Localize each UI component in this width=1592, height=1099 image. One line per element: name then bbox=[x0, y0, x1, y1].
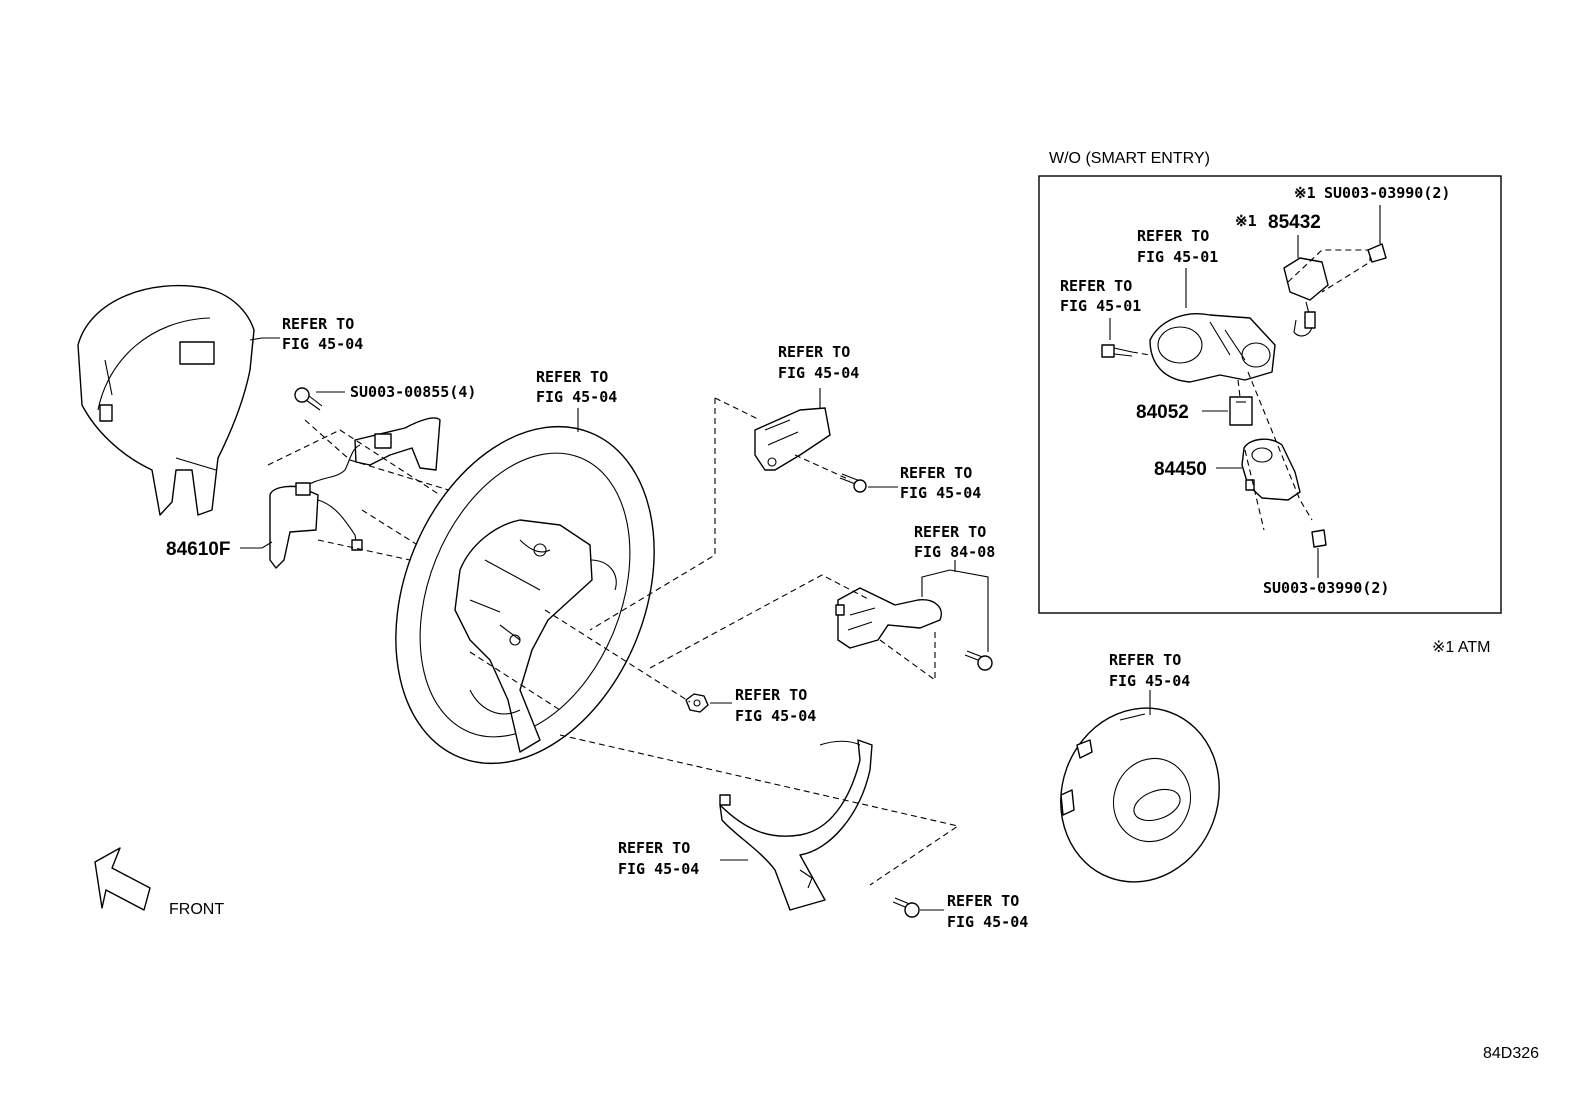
screw-su003-00855 bbox=[294, 387, 323, 411]
combination-switch-fig: FIG 84-08 bbox=[914, 543, 995, 561]
steering-lock-part bbox=[1149, 313, 1276, 383]
su003-03990-top-label: SU003-03990(2) bbox=[1324, 184, 1450, 202]
column-cover-fig: FIG 45-04 bbox=[282, 335, 363, 353]
lock-bolt-refer: REFER TO bbox=[1060, 277, 1132, 295]
shift-lock-part-85432 bbox=[1283, 257, 1329, 337]
front-arrow-icon bbox=[94, 847, 151, 911]
steering-lower-cover-part bbox=[719, 739, 873, 911]
steering-switch-right-part bbox=[754, 407, 831, 471]
column-cover-leader bbox=[249, 337, 280, 341]
horn-pad-fig: FIG 45-04 bbox=[1109, 672, 1190, 690]
ignition-switch-part-84450 bbox=[1241, 438, 1301, 501]
key-cylinder-part-84052 bbox=[1229, 396, 1253, 426]
su003-03990-bottom-label: SU003-03990(2) bbox=[1263, 579, 1389, 597]
combination-switch-part bbox=[835, 587, 942, 649]
screw-lower-cover bbox=[892, 897, 920, 918]
nut-fig: FIG 45-04 bbox=[735, 707, 816, 725]
diagram-code: 84D326 bbox=[1483, 1045, 1539, 1062]
lock-bolt bbox=[1101, 344, 1133, 358]
part-85432-label: 85432 bbox=[1268, 212, 1321, 233]
steering-lock-refer: REFER TO bbox=[1137, 227, 1209, 245]
lock-bolt-fig: FIG 45-01 bbox=[1060, 297, 1141, 315]
front-label: FRONT bbox=[169, 901, 224, 918]
paddle-shift-switch-part bbox=[269, 417, 441, 569]
inset-frame bbox=[1038, 175, 1502, 614]
su003-00855-label: SU003-00855(4) bbox=[350, 383, 476, 401]
combination-switch-refer: REFER TO bbox=[914, 523, 986, 541]
screw-combination-switch bbox=[964, 650, 993, 671]
atm-note: ※1 ATM bbox=[1432, 639, 1490, 656]
column-cover-refer: REFER TO bbox=[282, 315, 354, 333]
su003-03990-top-mark: ※1 bbox=[1294, 184, 1316, 202]
screw-lower-cover-refer: REFER TO bbox=[947, 892, 1019, 910]
steering-wheel-part bbox=[395, 425, 655, 765]
steering-wheel-refer: REFER TO bbox=[536, 368, 608, 386]
screw-switch-refer: REFER TO bbox=[900, 464, 972, 482]
part-84610f-label: 84610F bbox=[166, 539, 230, 560]
horn-pad-airbag-part bbox=[1060, 707, 1220, 883]
switch-right-fig: FIG 45-04 bbox=[778, 364, 859, 382]
paddle-switch-leader bbox=[240, 541, 273, 549]
p85432-mark: ※1 bbox=[1235, 212, 1257, 230]
lower-cover-refer: REFER TO bbox=[618, 839, 690, 857]
part-84052-label: 84052 bbox=[1136, 402, 1189, 423]
screw-switch-right bbox=[839, 473, 867, 493]
lower-cover-fig: FIG 45-04 bbox=[618, 860, 699, 878]
screw-lower-cover-fig: FIG 45-04 bbox=[947, 913, 1028, 931]
screw-switch-fig: FIG 45-04 bbox=[900, 484, 981, 502]
nut-refer: REFER TO bbox=[735, 686, 807, 704]
steering-nut bbox=[685, 693, 709, 713]
steering-lock-fig: FIG 45-01 bbox=[1137, 248, 1218, 266]
switch-right-refer: REFER TO bbox=[778, 343, 850, 361]
screw-su003-03990-bottom bbox=[1311, 529, 1327, 548]
part-84450-label: 84450 bbox=[1154, 459, 1207, 480]
steering-wheel-fig: FIG 45-04 bbox=[536, 388, 617, 406]
horn-pad-refer: REFER TO bbox=[1109, 651, 1181, 669]
screw-su003-03990-top bbox=[1367, 243, 1387, 263]
inset-title: W/O (SMART ENTRY) bbox=[1049, 150, 1210, 167]
column-cover-part bbox=[77, 284, 255, 516]
